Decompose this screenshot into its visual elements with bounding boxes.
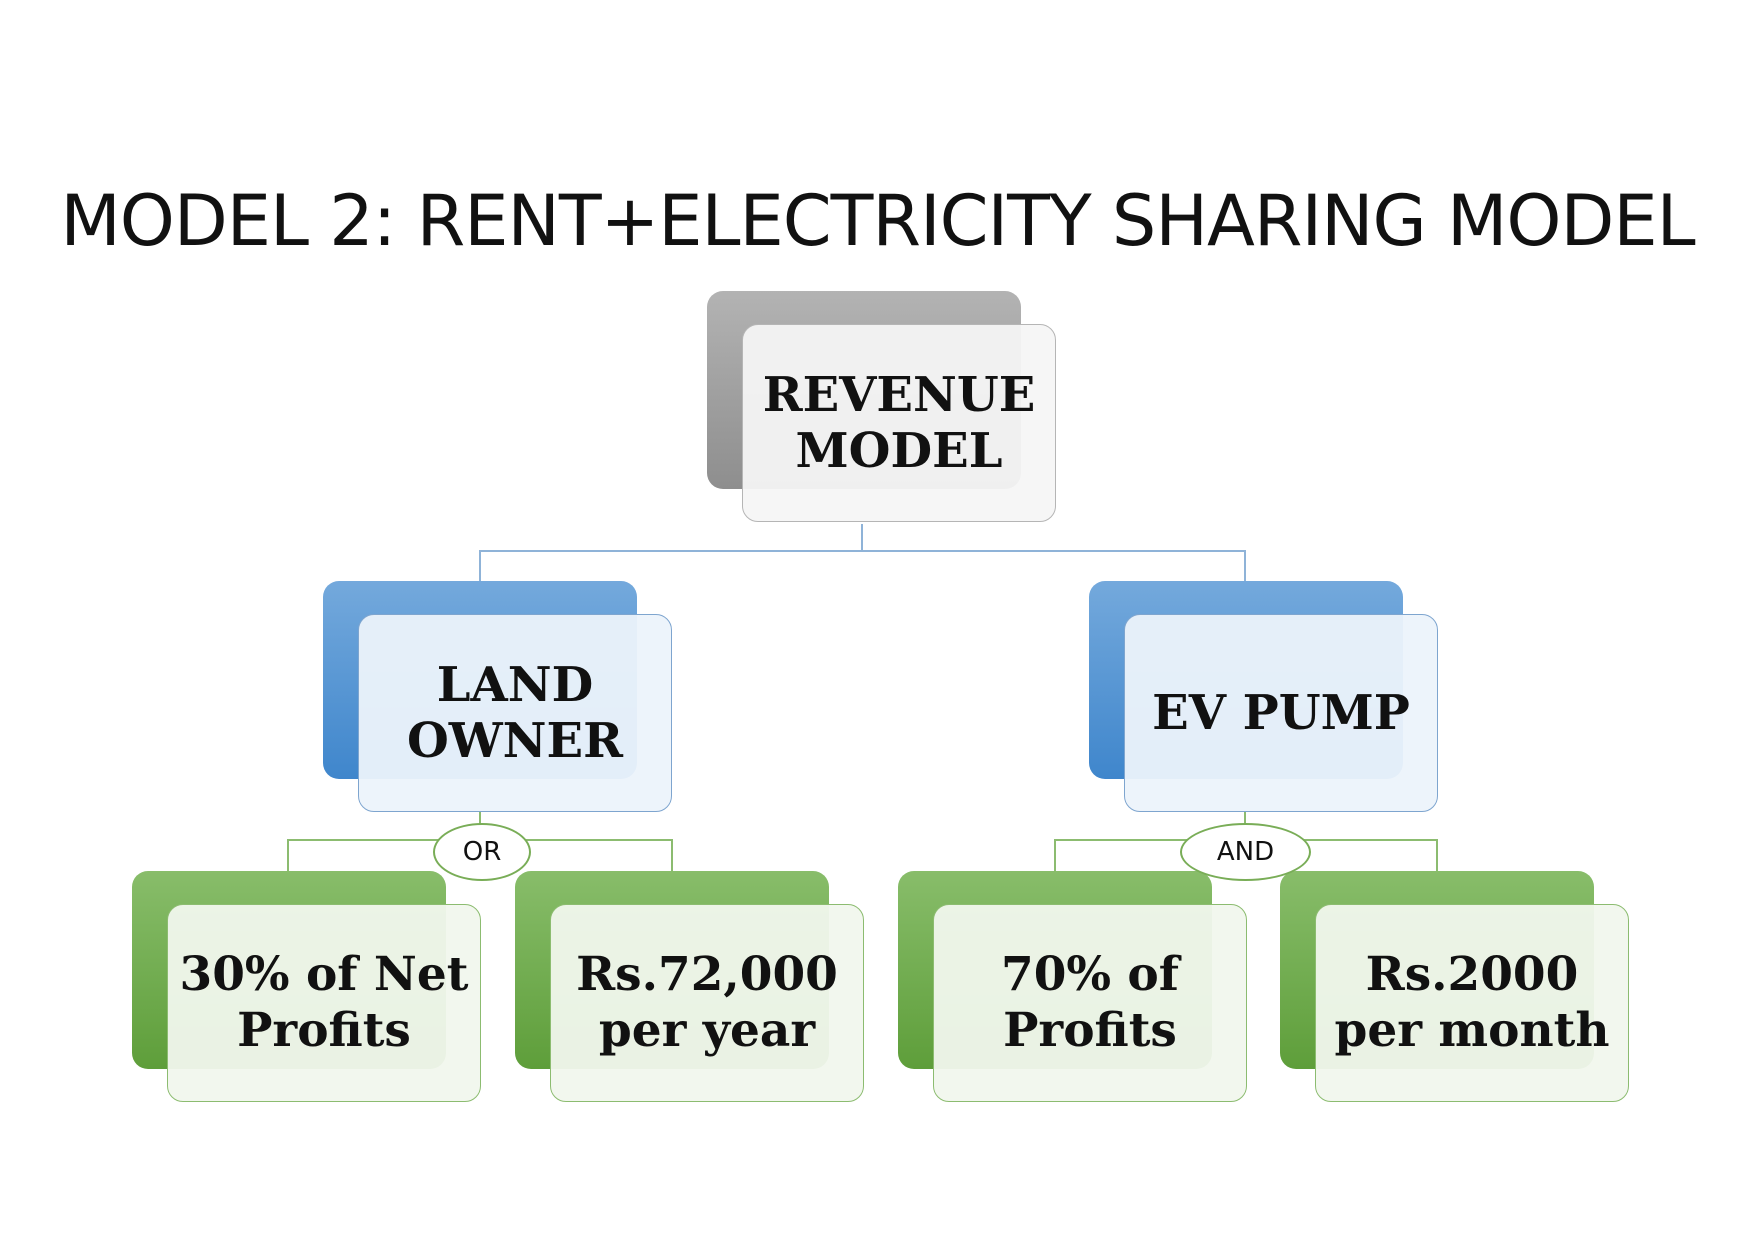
leaf-per-year-front: Rs.72,000 per year — [550, 904, 864, 1102]
branch-land-owner-front: LAND OWNER — [358, 614, 672, 812]
leaf-per-month-front: Rs.2000 per month — [1315, 904, 1629, 1102]
branch-ev-pump-label: EV PUMP — [1152, 685, 1410, 741]
root-node-front: REVENUE MODEL — [742, 324, 1056, 522]
connector-or-badge: OR — [433, 823, 531, 881]
branch-ev-pump-front: EV PUMP — [1124, 614, 1438, 812]
branch-land-owner-label: LAND OWNER — [406, 657, 624, 769]
connector-root-to-branches — [479, 550, 1246, 582]
leaf-per-month-label: Rs.2000 per month — [1334, 947, 1610, 1058]
leaf-net-profits-label: 30% of Net Profits — [179, 947, 469, 1058]
leaf-profits-label: 70% of Profits — [1001, 947, 1179, 1058]
leaf-profits-front: 70% of Profits — [933, 904, 1247, 1102]
leaf-per-year-label: Rs.72,000 per year — [576, 947, 838, 1058]
root-node-label: REVENUE MODEL — [762, 367, 1036, 479]
connector-and-badge: AND — [1180, 823, 1311, 881]
leaf-net-profits-front: 30% of Net Profits — [167, 904, 481, 1102]
page-title: MODEL 2: RENT+ELECTRICITY SHARING MODEL — [60, 180, 1695, 262]
